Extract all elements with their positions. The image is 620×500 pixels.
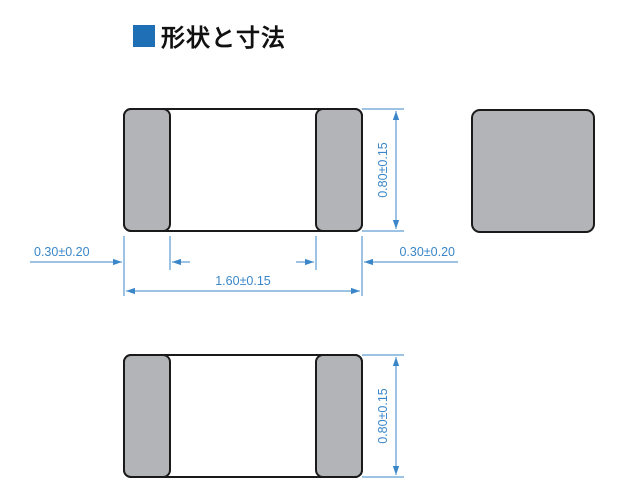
height-dimension-top: 0.80±0.15: [362, 108, 404, 232]
section-title: 形状と寸法: [133, 18, 286, 53]
terminal-label-right: 0.30±0.20: [399, 245, 455, 259]
left-terminal-bottom: [123, 354, 171, 478]
title-bullet-square: [133, 24, 155, 47]
terminal-label-left: 0.30±0.20: [34, 245, 90, 259]
terminal-dimension-left: 0.30±0.20: [30, 236, 190, 296]
length-label: 1.60±0.15: [215, 274, 271, 288]
title-text: 形状と寸法: [161, 24, 286, 52]
length-dimension: 1.60±0.15: [126, 274, 360, 295]
height-dimension-bottom: 0.80±0.15: [362, 354, 404, 478]
height-label-bottom: 0.80±0.15: [376, 388, 390, 444]
right-terminal-top: [315, 108, 363, 232]
chip-bottom-view: [123, 354, 363, 478]
chip-end-view: [471, 109, 595, 233]
right-terminal-bottom: [315, 354, 363, 478]
terminal-dimension-right: 0.30±0.20: [296, 236, 458, 296]
left-terminal-top: [123, 108, 171, 232]
chip-top-view: [123, 108, 363, 232]
height-label-top: 0.80±0.15: [376, 142, 390, 198]
